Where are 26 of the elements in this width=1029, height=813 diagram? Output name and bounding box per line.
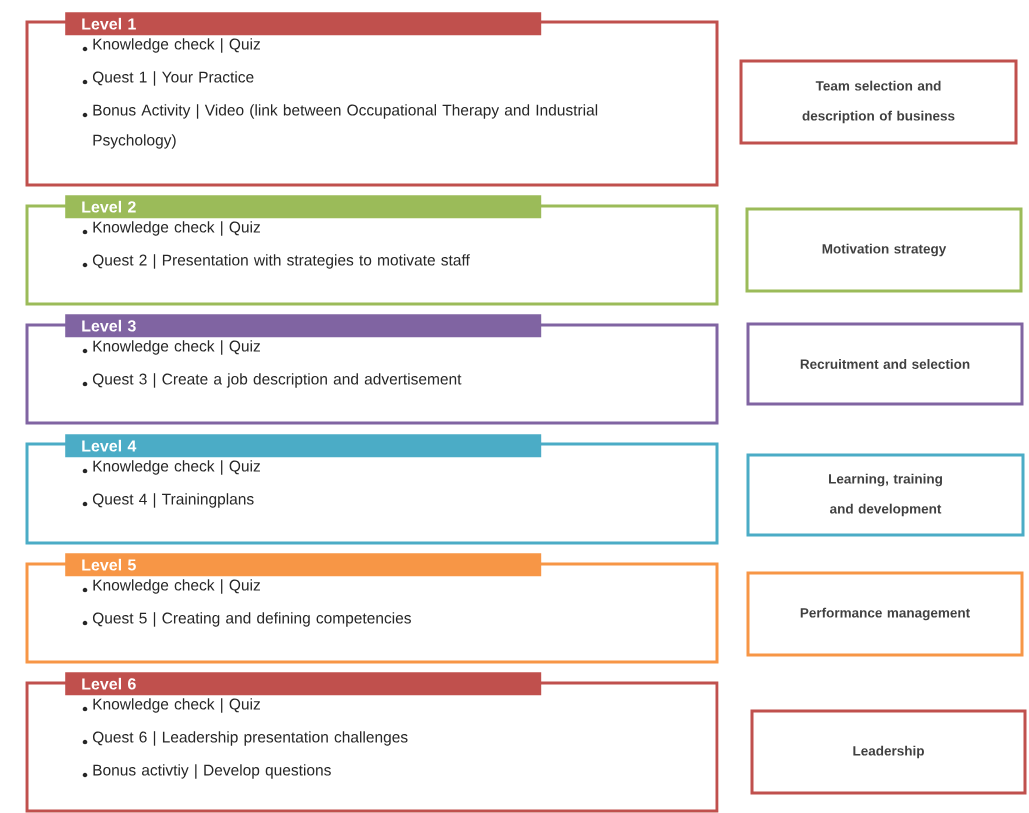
- header-bar: Level 6: [65, 672, 542, 696]
- bullet-item: Bonus Activity | Video (link between Occupational Therapy and Industrial Psychology): [93, 104, 598, 149]
- bullet-item: Knowledge check | Quiz: [93, 38, 260, 53]
- bullet-item: Quest 6 | Leadership presentation challenges: [92, 731, 408, 746]
- topic-box: Motivation strategy: [745, 207, 1023, 293]
- bullet-item: Bonus activtiy | Develop questions: [93, 764, 331, 779]
- topic-box: Learning, training and development: [746, 453, 1025, 537]
- bullet-item: Quest 3 | Create a job description and advertisement: [92, 373, 462, 388]
- bullet-item: Quest 1 | Your Practice: [92, 71, 254, 86]
- topic-box: Recruitment and selection: [746, 322, 1024, 406]
- bullet-item: Quest 2 | Presentation with strategies to motivate staff: [92, 254, 470, 269]
- topic-box: Team selection and description of business: [739, 59, 1018, 145]
- topic-box: Leadership: [750, 709, 1027, 795]
- bullet-item: Knowledge check | Quiz: [93, 340, 260, 355]
- header-bar: Level 3: [65, 314, 542, 338]
- bullet-item: Knowledge check | Quiz: [93, 221, 260, 236]
- bullet-item: Knowledge check | Quiz: [93, 698, 260, 713]
- header-bar: Level 1: [65, 12, 542, 36]
- header-bar: Level 2: [65, 195, 542, 219]
- bullet-item: Knowledge check | Quiz: [93, 460, 260, 475]
- header-bar: Level 4: [65, 434, 542, 458]
- topic-box: Performance management: [746, 571, 1024, 657]
- header-bar: Level 5: [65, 553, 542, 577]
- bullet-item: Knowledge check | Quiz: [93, 579, 260, 594]
- bullet-item: Quest 4 | Trainingplans: [92, 493, 254, 508]
- bullet-item: Quest 5 | Creating and defining competencies: [92, 612, 411, 627]
